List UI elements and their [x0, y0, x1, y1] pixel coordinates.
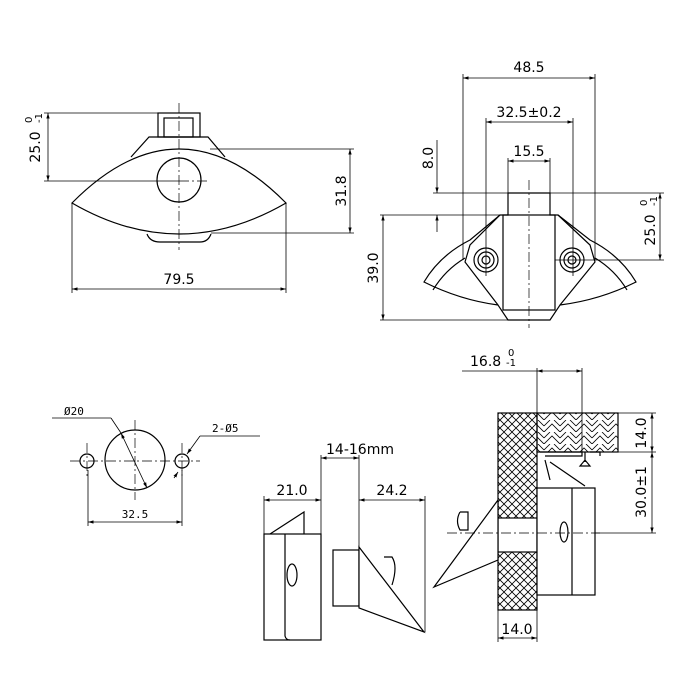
tab-inner — [163, 117, 194, 138]
dim-left: 21.0 — [276, 483, 307, 499]
svg-text:0: 0 — [508, 348, 514, 359]
svg-text:-1: -1 — [34, 113, 45, 123]
dim-screw-spacing: 32.5±0.2 — [496, 105, 561, 121]
dim-top-panel: 14.0 — [634, 417, 650, 448]
side-panel-upper — [497, 412, 538, 519]
svg-text:-1: -1 — [506, 358, 516, 369]
top-panel — [536, 412, 619, 453]
side-panel-lower — [497, 551, 538, 611]
right-part — [332, 549, 360, 607]
dim-front-width: 79.5 — [163, 272, 194, 288]
lens-body — [71, 148, 287, 235]
shoulder — [130, 136, 226, 158]
dim-panel-thickness: 14-16mm — [326, 442, 394, 458]
dim-body-height: 31.8 — [334, 175, 350, 206]
latch-wedge — [358, 545, 426, 634]
svg-text:0: 0 — [24, 117, 35, 123]
dim-right: 24.2 — [376, 483, 407, 499]
svg-text:-1: -1 — [649, 196, 660, 206]
side-view: 14-16mm 21.0 24.2 — [263, 442, 426, 641]
svg-text:0: 0 — [639, 200, 650, 206]
screw — [578, 452, 592, 467]
latch-body — [423, 192, 637, 321]
bottom-lip — [146, 233, 212, 243]
dim-overall-width: 48.5 — [513, 60, 544, 76]
install-view: 16.8 0 -1 14.0 30.0±1 14.0 — [432, 348, 656, 642]
front-view: 25.0 0 -1 31.8 79.5 — [24, 103, 354, 293]
dim-top-height: 25.0 — [643, 214, 659, 245]
dim-hole-spacing: 32.5 — [122, 508, 149, 521]
dim-front-height: 25.0 — [28, 131, 44, 162]
dim-hole-diameter: Ø20 — [64, 405, 84, 418]
install-wedge — [432, 498, 499, 589]
dim-side-panel: 14.0 — [501, 622, 532, 638]
cutout-view: Ø20 2-Ø5 32.5 — [52, 405, 260, 526]
dim-stem-width: 15.5 — [513, 144, 544, 160]
dim-latch-height: 30.0±1 — [634, 466, 650, 518]
dim-install-offset: 16.8 — [470, 354, 501, 370]
dim-screw-holes: 2-Ø5 — [212, 422, 239, 435]
dim-offset: 8.0 — [421, 147, 437, 169]
top-view: 48.5 32.5±0.2 15.5 8.0 39.0 25.0 0 -1 — [366, 60, 664, 328]
left-part — [263, 533, 322, 641]
dim-depth: 39.0 — [366, 252, 382, 283]
